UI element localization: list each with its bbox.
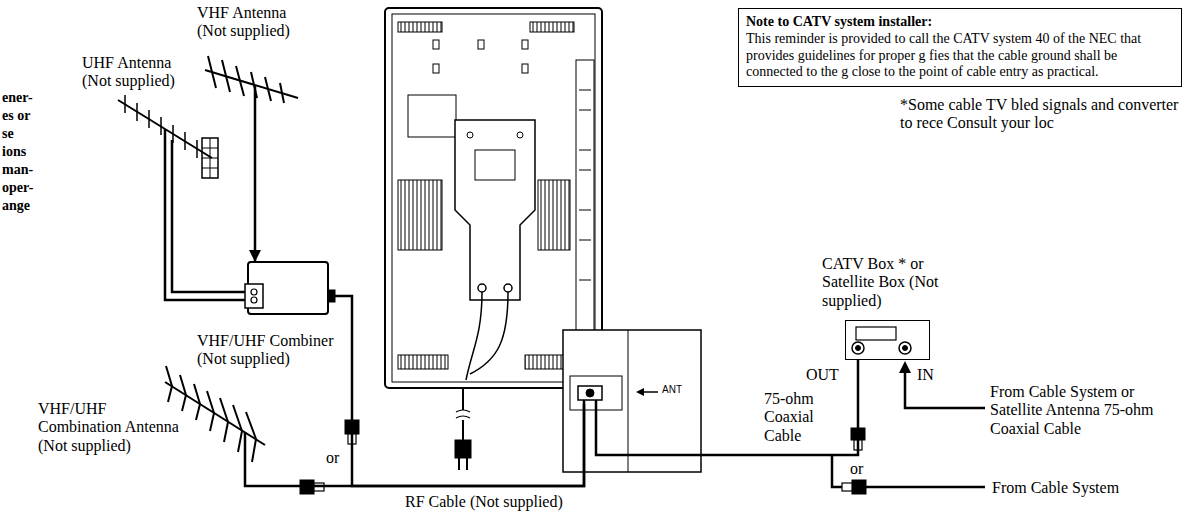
- uhf-antenna: UHF Antenna (Not supplied): [112, 98, 225, 200]
- node-heading: VHF/UHF Combination Antenna (Not supplie…: [38, 400, 180, 455]
- antenna-mast: [254, 85, 257, 120]
- antenna-elements: [208, 56, 284, 103]
- combination-antenna-drawing: [165, 366, 265, 478]
- node-body: This reminder is provided to call the CA…: [746, 31, 1174, 81]
- inset-divider: [628, 330, 629, 472]
- cut-off-note-text: ange: [2, 198, 30, 214]
- in-jack: [899, 342, 911, 354]
- label-plate: [408, 95, 456, 137]
- note-box: Note to CATV system installer:This remin…: [738, 8, 1182, 87]
- node-heading: VHF Antenna (Not supplied): [197, 4, 309, 41]
- coax-plug-tip: [842, 483, 852, 491]
- mount-hole: [522, 64, 528, 73]
- vent-grille: [530, 22, 574, 32]
- coaxial-cable: [335, 296, 584, 486]
- terminal-screw: [251, 297, 257, 303]
- power-plug: [455, 440, 471, 458]
- break-mark: [456, 410, 470, 418]
- cut-off-note-text: es or: [2, 108, 30, 124]
- antenna-elements: [125, 95, 197, 158]
- out-jack: [852, 342, 864, 354]
- antenna-mast: [164, 129, 167, 200]
- cut-off-note-text: man-: [2, 162, 33, 178]
- ant-jack-center: [586, 389, 594, 397]
- pointer-arrowhead: [636, 388, 644, 396]
- internal-cable: [466, 292, 508, 380]
- catv-box-drawing: [852, 327, 985, 408]
- screw-hole: [517, 132, 523, 138]
- antenna-mast: [244, 432, 247, 478]
- vent-grille: [398, 22, 442, 32]
- combination-antenna: VHF/UHF Combination Antenna (Not supplie…: [138, 378, 270, 478]
- vent-grille: [398, 355, 448, 369]
- footnote-text: *Some cable TV bled signals and converte…: [900, 96, 1184, 133]
- antenna-elements: [166, 366, 256, 462]
- terminal-screw: [251, 289, 257, 295]
- coaxial-cable: [245, 404, 584, 486]
- jack-stub: [584, 400, 596, 404]
- power-cord: [455, 388, 471, 470]
- coaxial-cable: [165, 200, 245, 300]
- power-cord-wire: [462, 388, 464, 440]
- terminal-block: [245, 284, 263, 308]
- ant-terminal: ANT: [574, 380, 692, 404]
- alternative-or: or: [850, 460, 863, 478]
- source-label: From Cable System: [992, 479, 1119, 497]
- mount-hole: [433, 64, 439, 73]
- node-heading: Note to CATV system installer:: [746, 14, 1174, 31]
- source-label: From Cable System or Satellite Antenna 7…: [990, 383, 1185, 438]
- port-label: OUT: [806, 366, 839, 384]
- cut-off-note-text: ions: [2, 144, 26, 160]
- vent-grille: [538, 180, 570, 250]
- cable-plugs: [300, 420, 985, 494]
- antenna-boom: [165, 382, 265, 445]
- mount-hole: [478, 40, 484, 49]
- in-jack-center: [903, 346, 908, 351]
- uhf-antenna-drawing: [118, 95, 245, 292]
- vhf-antenna-drawing: [205, 56, 298, 120]
- input-arrowhead: [899, 361, 911, 373]
- reflector-grid: [202, 138, 218, 178]
- port-label: IN: [917, 366, 934, 384]
- node-heading: ANT: [662, 384, 688, 396]
- cut-off-note-text: oper-: [2, 180, 33, 196]
- box-display: [856, 327, 896, 340]
- cut-off-note-text: ener-: [2, 90, 33, 106]
- catv-box: CATV Box * or Satellite Box (Not supplie…: [845, 320, 930, 360]
- ant-jack: [578, 386, 602, 400]
- screw-hole: [504, 284, 512, 292]
- stand-plate-detail: [475, 150, 515, 180]
- tv-cabinet-inner: [392, 14, 595, 382]
- combiner: VHF/UHF Combiner (Not supplied): [245, 262, 335, 318]
- twin-lead-wire: [172, 140, 245, 292]
- vent-grille: [398, 180, 442, 250]
- reflector-grid: [202, 138, 218, 178]
- coaxial-cable: [254, 120, 257, 262]
- cable-label: 75-ohm Coaxial Cable: [764, 390, 854, 445]
- cable-label: RF Cable (Not supplied): [405, 493, 563, 511]
- pointer-arrow: [642, 391, 658, 393]
- coax-plug: [852, 480, 866, 494]
- out-jack-center: [856, 346, 861, 351]
- terminal-panel: [576, 60, 594, 360]
- cut-off-note-text: se: [2, 126, 14, 142]
- output-jack: [328, 290, 335, 302]
- alternative-or: or: [326, 449, 339, 467]
- combiner-drawing: [245, 262, 335, 314]
- screw-hole: [467, 132, 473, 138]
- terminal-panel-detail: [579, 90, 591, 280]
- node-heading: UHF Antenna (Not supplied): [82, 54, 182, 91]
- node-heading: VHF/UHF Combiner (Not supplied): [197, 332, 337, 369]
- vhf-antenna: VHF Antenna (Not supplied): [200, 56, 300, 120]
- plug-prongs: [459, 458, 467, 470]
- stand-plate: [455, 120, 535, 300]
- node-heading: CATV Box * or Satellite Box (Not supplie…: [822, 255, 940, 310]
- mount-hole: [433, 40, 439, 49]
- screw-hole: [478, 284, 486, 292]
- coaxial-cable: [596, 360, 858, 455]
- mount-hole: [522, 40, 528, 49]
